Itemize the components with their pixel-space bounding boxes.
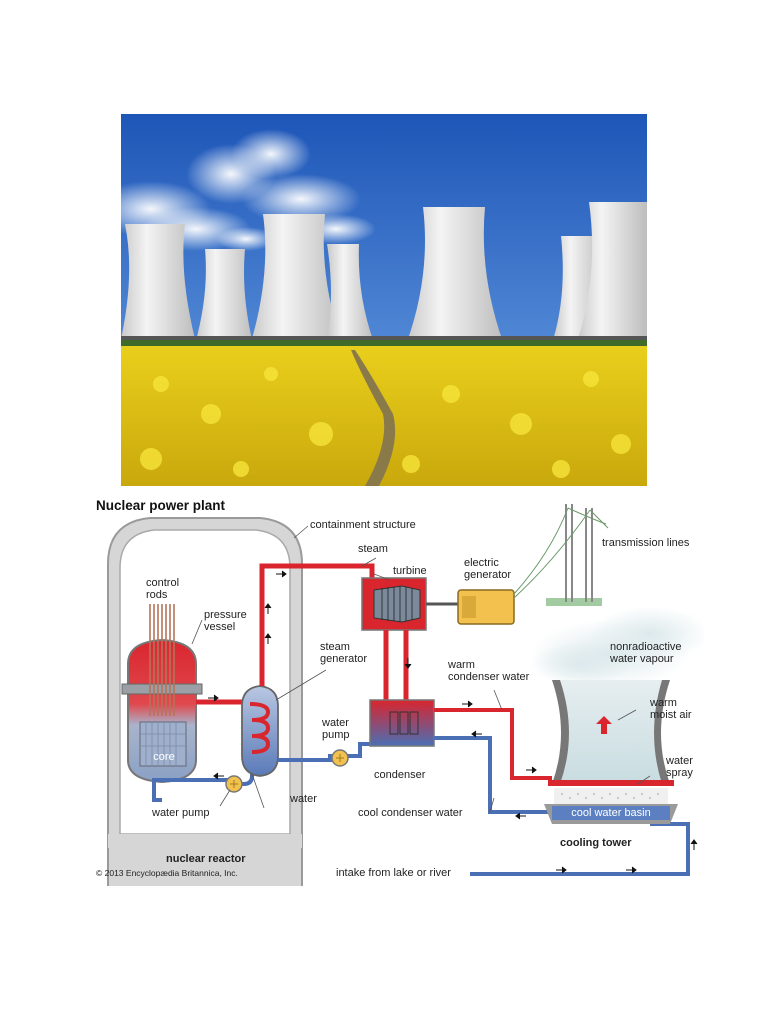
condenser	[369, 699, 435, 747]
label-line: warm	[649, 697, 677, 709]
label-water-pump-primary: water pump	[151, 807, 209, 819]
label-cooling-tower: cooling tower	[560, 837, 632, 849]
label-line: rods	[146, 589, 168, 601]
label-line: vessel	[204, 621, 235, 633]
label-cool-condenser-water: cool condenser water	[358, 807, 463, 819]
turbine	[361, 577, 427, 631]
water-pump-primary	[225, 775, 243, 793]
label-containment-structure: containment structure	[310, 519, 416, 531]
label-cool-water-basin: cool water basin	[571, 807, 651, 819]
photo-scene	[121, 114, 647, 486]
copyright: © 2013 Encyclopædia Britannica, Inc.	[96, 868, 238, 878]
label-line: water vapour	[609, 653, 674, 665]
label-line: generator	[320, 653, 367, 665]
containment-floor	[108, 834, 302, 848]
label-nuclear-reactor: nuclear reactor	[166, 853, 246, 865]
leader-lines	[191, 525, 651, 813]
field-texture	[140, 367, 631, 478]
label-line: pressure	[204, 609, 247, 621]
cool-water-pipe	[434, 736, 552, 814]
nuclear-power-plant-diagram: Nuclear power plant core	[90, 494, 710, 889]
dirt-path	[351, 350, 396, 486]
label-line: electric	[464, 557, 499, 569]
reactor-core: core	[139, 721, 187, 767]
warm-water-pipe	[434, 708, 552, 780]
label-transmission-lines: transmission lines	[602, 537, 690, 549]
transmission-lines	[513, 504, 609, 606]
diagram-title: Nuclear power plant	[96, 498, 226, 513]
steam-generator	[241, 685, 279, 777]
label-condenser: condenser	[374, 769, 426, 781]
label-line: spray	[666, 767, 693, 779]
diagram-svg: Nuclear power plant core	[96, 498, 710, 889]
label-line: water	[321, 717, 349, 729]
label-turbine: turbine	[393, 565, 427, 577]
steam-pipe	[259, 563, 375, 686]
electric-generator	[457, 589, 515, 625]
label-line: control	[146, 577, 179, 589]
label-steam: steam	[358, 543, 388, 555]
flow-arrows	[208, 570, 698, 874]
label-line: moist air	[650, 709, 692, 721]
water-pump-secondary	[331, 749, 349, 767]
label-line: nonradioactive	[610, 641, 682, 653]
label-core: core	[153, 751, 174, 763]
tree-line	[121, 340, 647, 348]
label-line: generator	[464, 569, 511, 581]
cooling-towers	[121, 202, 647, 344]
label-line: pump	[322, 729, 350, 741]
cooling-tower	[530, 606, 710, 824]
intake-pipe	[470, 822, 690, 876]
label-line: steam	[320, 641, 350, 653]
label-line: warm	[447, 659, 475, 671]
primary-cold-pipe	[152, 760, 254, 802]
label-water: water	[289, 793, 317, 805]
label-line: water	[665, 755, 693, 767]
label-line: condenser water	[448, 671, 530, 683]
label-intake: intake from lake or river	[336, 867, 451, 879]
control-rods	[149, 604, 175, 716]
cooling-towers-photo	[121, 114, 647, 486]
